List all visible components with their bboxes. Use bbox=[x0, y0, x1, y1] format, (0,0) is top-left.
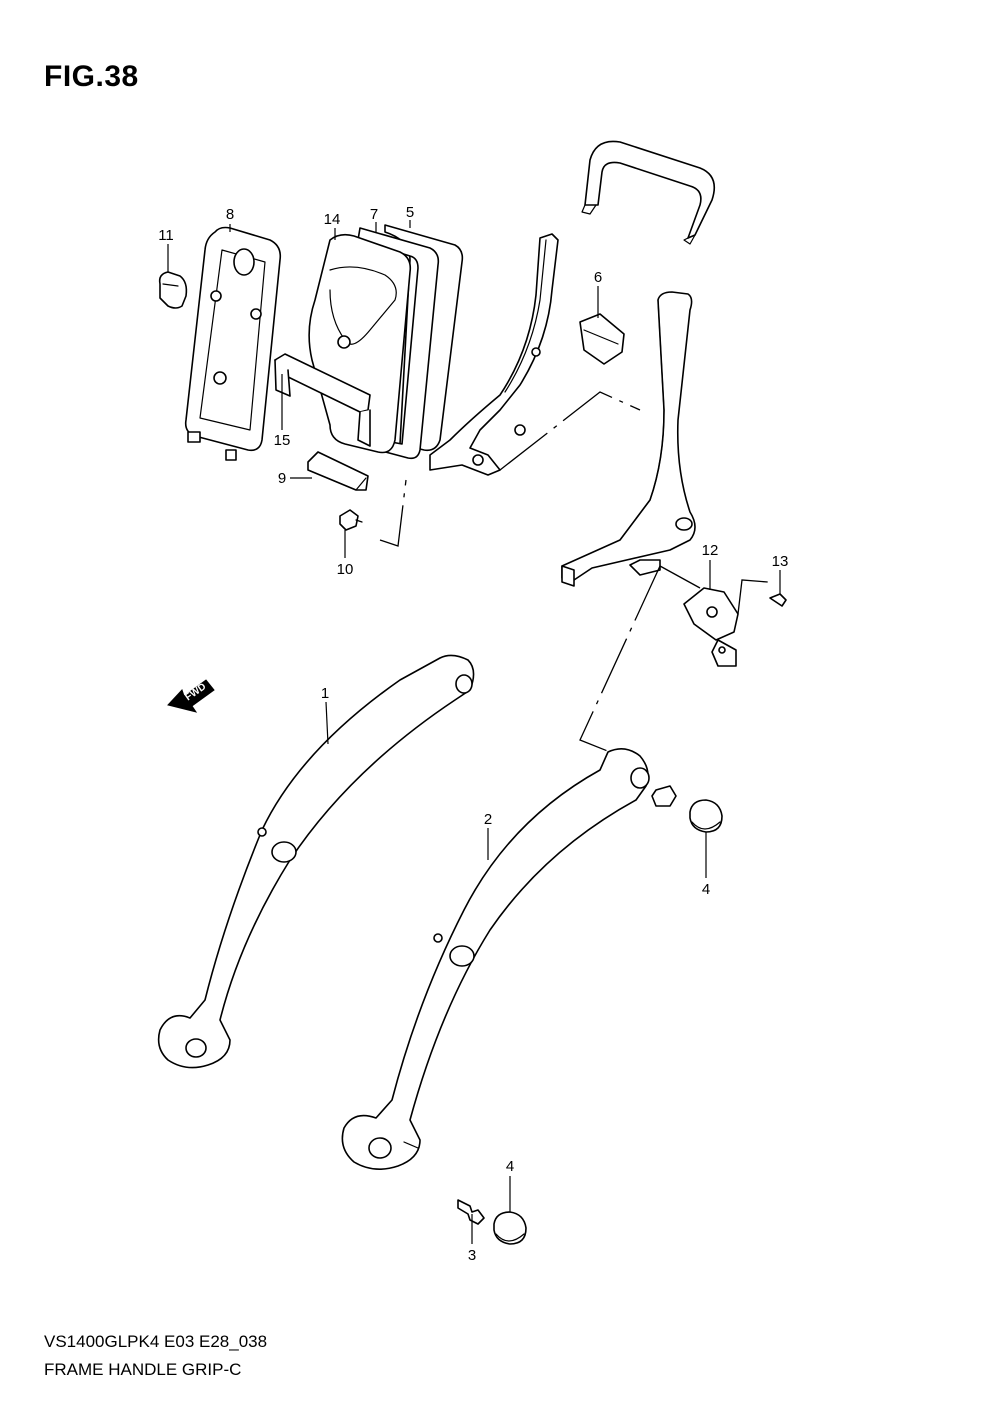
callout-15: 15 bbox=[274, 432, 291, 449]
nut-part bbox=[651, 785, 677, 807]
callout-4a: 4 bbox=[702, 881, 710, 898]
callout-7: 7 bbox=[370, 206, 378, 223]
callout-4b: 4 bbox=[506, 1158, 514, 1175]
assembly-name: FRAME HANDLE GRIP-C bbox=[44, 1360, 242, 1379]
callout-2: 2 bbox=[484, 811, 492, 828]
callout-9: 9 bbox=[278, 470, 286, 487]
handle-grip-part bbox=[581, 140, 716, 245]
backrest-bracket-part bbox=[429, 233, 559, 476]
bolt-part-10 bbox=[339, 509, 363, 531]
bolt-part-3 bbox=[457, 1199, 485, 1225]
pad-part-9 bbox=[307, 451, 369, 491]
model-code: VS1400GLPK4 E03 E28_038 bbox=[44, 1332, 268, 1351]
callout-5: 5 bbox=[406, 204, 414, 221]
rail-part-2 bbox=[341, 748, 650, 1170]
screw-part-13 bbox=[769, 593, 787, 607]
leader-lines bbox=[167, 220, 781, 1244]
callout-13: 13 bbox=[772, 553, 789, 570]
clip-part-6 bbox=[579, 313, 625, 365]
latch-part-12 bbox=[683, 587, 739, 667]
callout-10: 10 bbox=[337, 561, 354, 578]
frame-bracket-part bbox=[561, 291, 696, 587]
callout-1: 1 bbox=[321, 685, 329, 702]
cap-part-4b bbox=[493, 1211, 527, 1245]
callout-12: 12 bbox=[702, 542, 719, 559]
fwd-arrow-icon: FWD bbox=[167, 679, 215, 713]
cap-part-4a bbox=[689, 799, 723, 833]
callout-14: 14 bbox=[324, 211, 341, 228]
callout-11: 11 bbox=[158, 227, 174, 244]
figure-title: FIG.38 bbox=[44, 60, 139, 93]
callout-labels: 8 11 14 7 5 6 15 9 10 12 13 1 2 4 4 3 bbox=[158, 204, 788, 1264]
callout-3: 3 bbox=[468, 1247, 476, 1264]
lid-part-8 bbox=[184, 226, 282, 461]
gasket-part-7 bbox=[357, 227, 440, 460]
rail-part-1 bbox=[157, 654, 475, 1069]
assembly-lines bbox=[379, 391, 769, 753]
callout-8: 8 bbox=[226, 206, 234, 223]
callout-6: 6 bbox=[594, 269, 602, 286]
lock-part-11 bbox=[158, 271, 188, 309]
